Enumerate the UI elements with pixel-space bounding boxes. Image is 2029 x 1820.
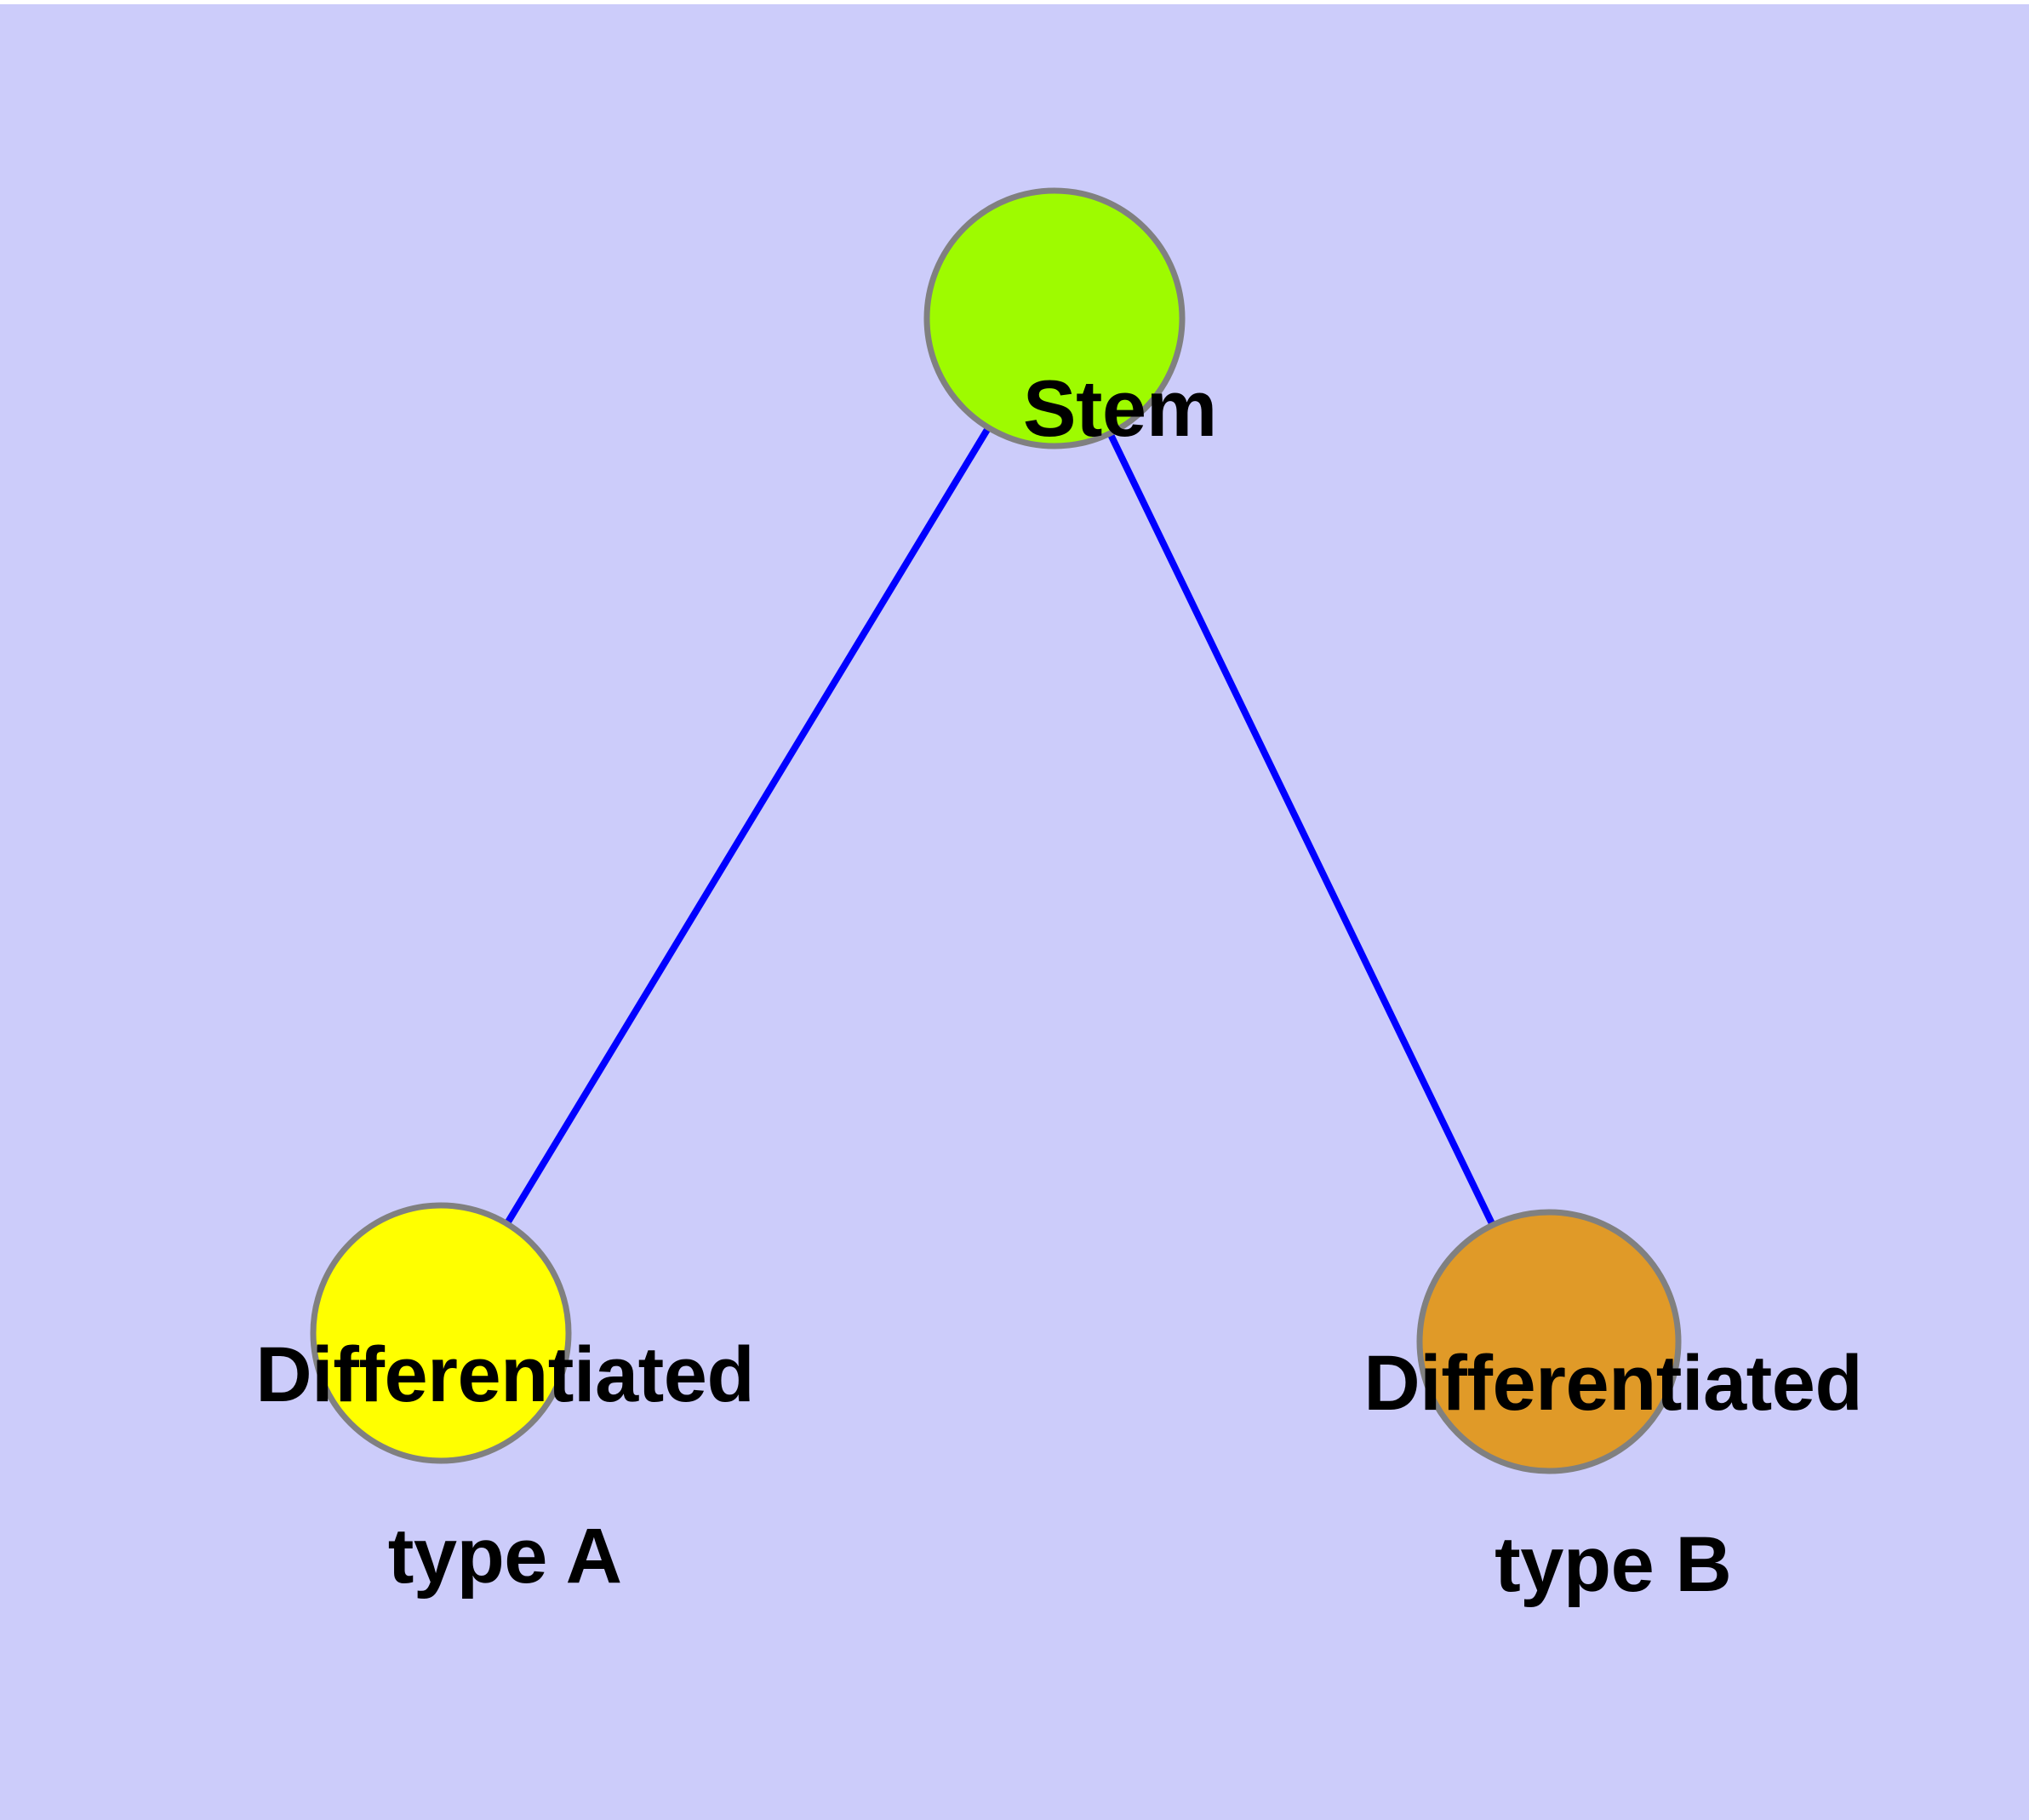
node-layer (310, 187, 1682, 1474)
graph-svg (310, 187, 1682, 1474)
diagram-plot-area: Stem Differentiated type A Differentiate… (0, 4, 2029, 1820)
edge-layer (437, 316, 1552, 1343)
edge-stem-to-differentiated-type-a[interactable] (437, 316, 1058, 1336)
node-differentiated-type-a[interactable] (310, 1202, 572, 1464)
edge-stem-to-differentiated-type-b[interactable] (1051, 317, 1552, 1343)
node-differentiated-type-b[interactable] (1416, 1209, 1682, 1474)
node-stem[interactable] (923, 187, 1186, 449)
